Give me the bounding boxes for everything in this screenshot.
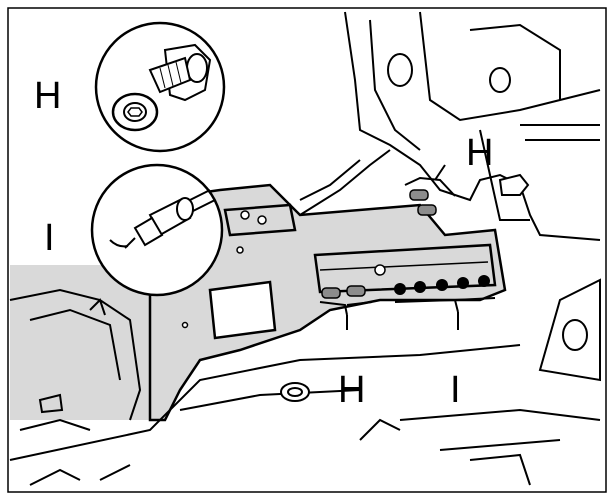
left-structure: [9, 288, 142, 431]
floor-panel: [9, 278, 601, 486]
callout-bolt: [94, 21, 226, 153]
i-marker: [394, 283, 406, 295]
i-marker: [457, 277, 469, 289]
h-marker: [321, 287, 341, 299]
callout-mid-label: I: [44, 217, 55, 259]
h-marker: [417, 204, 437, 216]
i-marker: [436, 279, 448, 291]
marker-group-i: [394, 275, 490, 295]
leader-brackets: [319, 164, 496, 330]
callout-rivet: [90, 163, 224, 297]
callout-top-label: H: [34, 75, 61, 117]
upper-right-label: H: [466, 132, 493, 174]
h-marker: [409, 189, 429, 201]
bottom-right-label: I: [450, 369, 461, 411]
marker-group-h: [321, 189, 437, 299]
floor-holes: [280, 319, 588, 402]
shaded-region: [10, 265, 150, 420]
sill-small-holes: [181, 210, 386, 329]
bottom-left-label: H: [338, 369, 365, 411]
upper-body-panel: [299, 11, 601, 241]
body-panel-holes: [387, 53, 530, 196]
i-marker: [414, 281, 426, 293]
i-marker: [478, 275, 490, 287]
h-marker: [346, 285, 366, 297]
